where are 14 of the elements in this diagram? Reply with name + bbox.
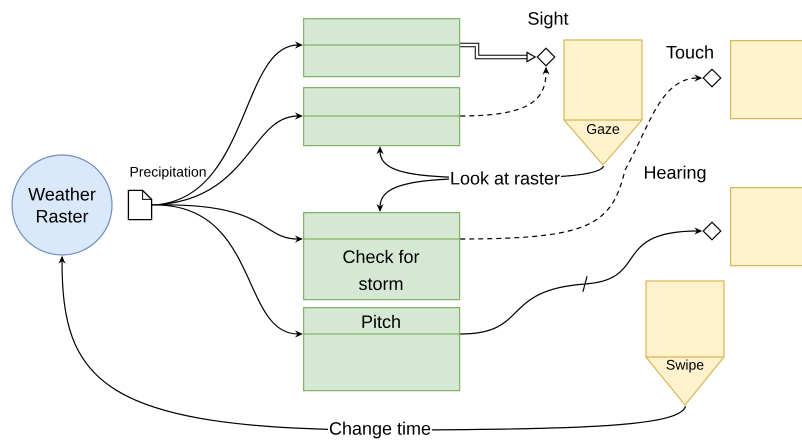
table-box	[303, 87, 460, 146]
edge-label: Change time	[328, 420, 432, 440]
edge-label: Look at raster	[448, 170, 562, 186]
table-box: Pitch	[303, 307, 460, 392]
table-box	[303, 18, 460, 78]
document-node: Precipitation	[128, 166, 206, 220]
node-label: Hearing	[644, 166, 706, 182]
node-label: Precipitation	[130, 166, 206, 180]
table-box: Check for storm	[303, 212, 460, 300]
node-label: Sight	[528, 12, 568, 28]
node-label: Touch	[666, 45, 713, 59]
sticky-box	[730, 187, 802, 266]
circle-node: Weather Raster	[11, 154, 113, 256]
sticky-box	[730, 40, 802, 120]
